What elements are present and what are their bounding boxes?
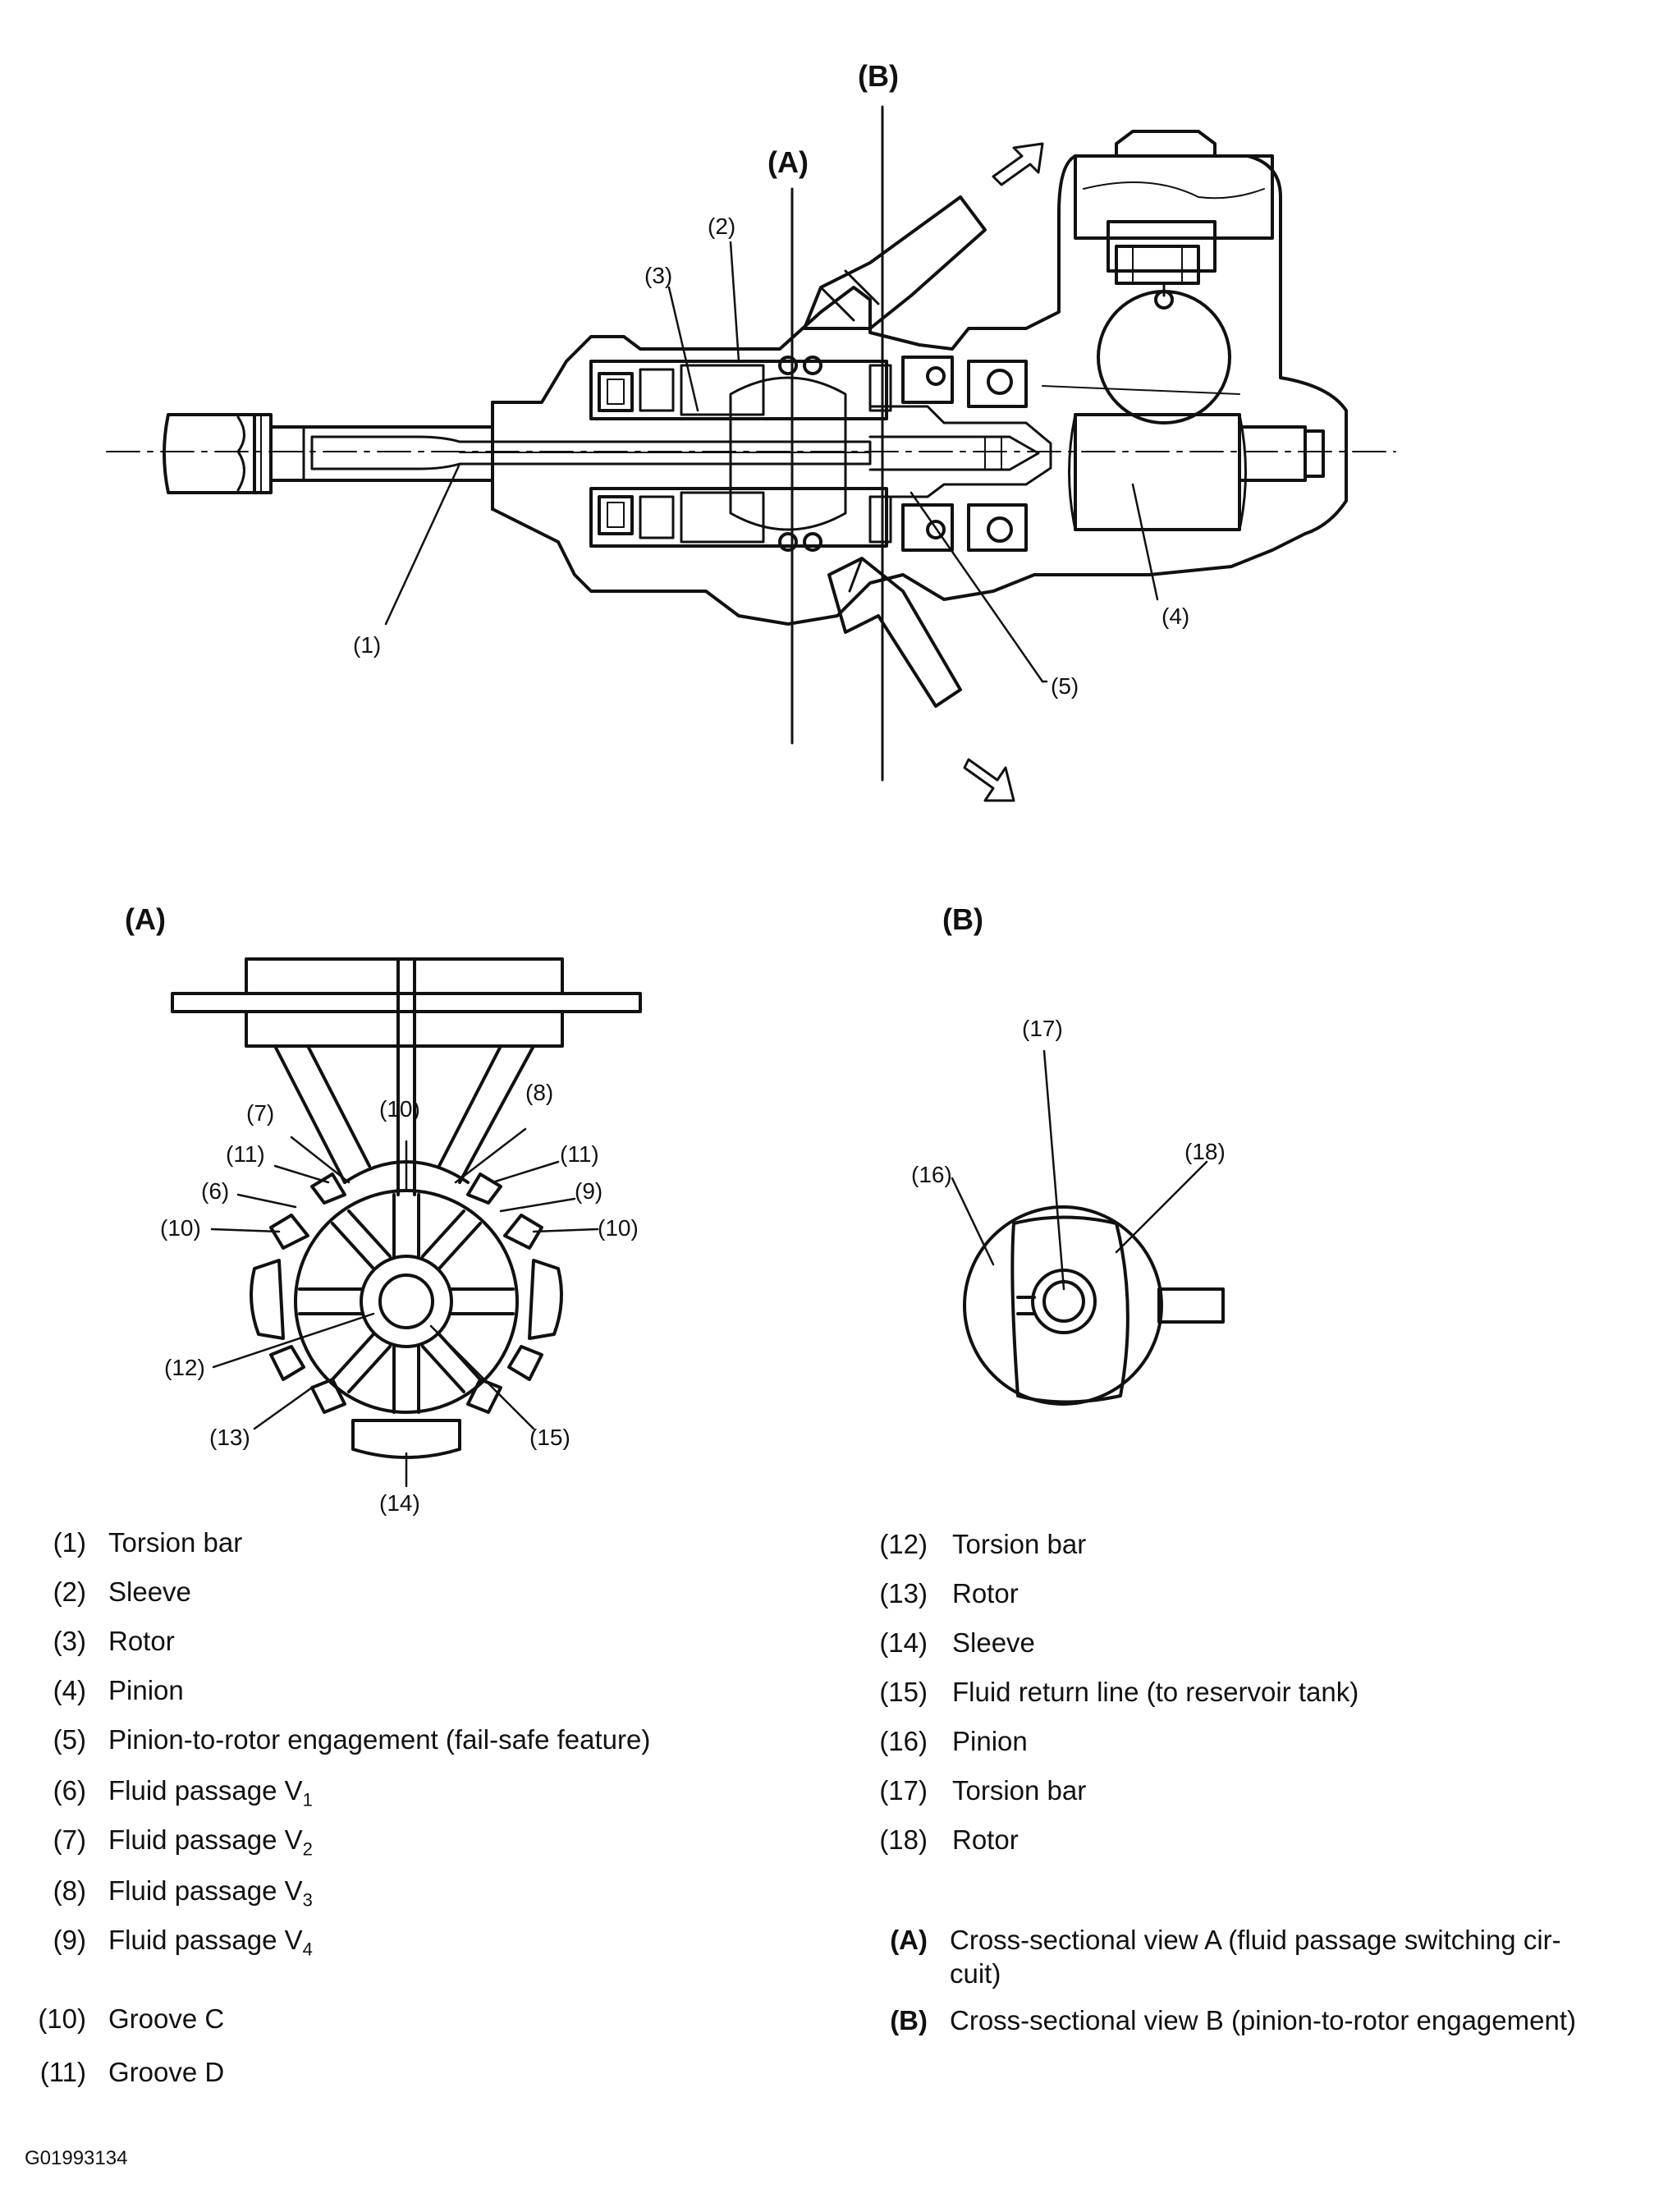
- top-labels: (A) (B) (1) (2) (3) (4) (5): [353, 59, 1189, 699]
- legend-num: (18): [879, 1824, 928, 1855]
- callout-10-top: (10): [379, 1096, 420, 1122]
- legend-text: Torsion bar: [108, 1527, 243, 1558]
- legend-num: (13): [879, 1578, 928, 1609]
- legend-text: Rotor: [108, 1626, 175, 1656]
- legend-text: Sleeve: [108, 1576, 191, 1607]
- legend-num: (2): [53, 1576, 86, 1607]
- valve-housing: [491, 154, 1348, 626]
- callout-11-right: (11): [560, 1141, 599, 1167]
- legend-text: Groove C: [108, 2003, 225, 2034]
- legend-num: (12): [879, 1529, 928, 1559]
- legend-text: cuit): [950, 1958, 1001, 1989]
- torsion-bar: [310, 435, 872, 470]
- legend-text: Fluid return line (to reservoir tank): [952, 1677, 1359, 1707]
- legend-num: (6): [53, 1775, 86, 1806]
- legend-num: (9): [53, 1925, 86, 1955]
- longitudinal-section: [106, 105, 1396, 802]
- view-a-title: (A): [125, 902, 166, 936]
- inlet-arrow: [992, 142, 1044, 186]
- callout-7: (7): [246, 1100, 274, 1126]
- view-b-torsion-bar: [1031, 1269, 1097, 1334]
- legend-num: (17): [879, 1775, 928, 1806]
- callout-4: (4): [1162, 603, 1189, 629]
- legend-num: (14): [879, 1627, 928, 1658]
- callout-14: (14): [379, 1490, 420, 1516]
- view-b-leader-lines: [951, 1049, 1208, 1291]
- legend-num: (5): [53, 1724, 86, 1755]
- legend-num: (4): [53, 1675, 86, 1705]
- outlet-arrow: [963, 758, 1015, 802]
- callout-5: (5): [1051, 673, 1079, 699]
- callout-17: (17): [1022, 1016, 1063, 1041]
- callout-15: (15): [529, 1425, 570, 1450]
- pinion: [1074, 413, 1241, 531]
- callout-16: (16): [911, 1162, 952, 1187]
- view-b-title: (B): [942, 902, 983, 936]
- legend-num: (8): [53, 1875, 86, 1906]
- top-leader-lines: [384, 241, 1159, 683]
- view-a-torsion-bar: [360, 1255, 453, 1348]
- view-a-labels: (A) (7) (10) (8) (11) (11) (6) (9) (10) …: [125, 902, 639, 1516]
- legend-text: Fluid passage V3: [108, 1875, 313, 1911]
- legend-text: Fluid passage V2: [108, 1824, 313, 1860]
- legend-num: (11): [39, 2057, 86, 2087]
- view-a-leader-lines: [210, 1127, 599, 1488]
- outlet-pipe: [827, 557, 962, 708]
- legend-text: Pinion-to-rotor engagement (fail-safe fe…: [108, 1724, 651, 1755]
- callout-11-left: (11): [226, 1141, 265, 1167]
- legend-text: Fluid passage V1: [108, 1775, 313, 1810]
- legend-num: (7): [53, 1824, 86, 1855]
- section-b-label: (B): [858, 59, 899, 93]
- figure-code: G01993134: [25, 2147, 128, 2169]
- legend-text: Torsion bar: [952, 1775, 1087, 1806]
- legend-num: (1): [53, 1527, 86, 1558]
- legend-text: Torsion bar: [952, 1529, 1087, 1559]
- legend-text: Sleeve: [952, 1627, 1035, 1658]
- callout-6: (6): [201, 1178, 229, 1204]
- input-shaft: [163, 413, 256, 494]
- legend-num: (15): [879, 1677, 928, 1707]
- legend-num: (B): [890, 2005, 928, 2035]
- legend-text: Cross-sectional view B (pinion-to-rotor …: [950, 2005, 1576, 2035]
- callout-9: (9): [575, 1178, 603, 1204]
- callout-3: (3): [644, 263, 672, 288]
- section-a-label: (A): [767, 145, 809, 179]
- legend-num: (A): [890, 1925, 928, 1955]
- legend-text: Rotor: [952, 1824, 1019, 1855]
- legend-text: Rotor: [952, 1578, 1019, 1609]
- legend-text: Pinion: [108, 1675, 184, 1705]
- view-b-section: [963, 1205, 1225, 1406]
- callout-8: (8): [525, 1080, 553, 1105]
- callout-18: (18): [1184, 1139, 1226, 1164]
- legend-num: (3): [53, 1626, 86, 1656]
- legend-text: Pinion: [952, 1726, 1028, 1756]
- callout-13: (13): [209, 1425, 250, 1450]
- view-b-labels: (B) (17) (16) (18): [911, 902, 1226, 1187]
- callout-1: (1): [353, 632, 381, 658]
- inlet-pipe: [803, 195, 987, 330]
- legend-text: Fluid passage V4: [108, 1925, 313, 1960]
- legend-num: (16): [879, 1726, 928, 1756]
- legend-text: Cross-sectional view A (fluid passage sw…: [950, 1925, 1561, 1955]
- view-a-section: [171, 957, 642, 1459]
- callout-10-right: (10): [598, 1215, 639, 1241]
- callout-12: (12): [164, 1355, 205, 1380]
- callout-10-left: (10): [160, 1215, 201, 1241]
- legend-num: (10): [38, 2003, 86, 2034]
- legend-text: Groove D: [108, 2057, 225, 2087]
- callout-2: (2): [708, 213, 735, 239]
